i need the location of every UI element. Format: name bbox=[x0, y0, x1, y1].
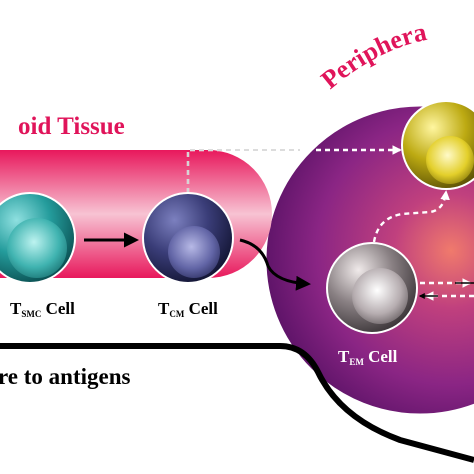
trm-cell-label: TRM Ce bbox=[428, 78, 474, 98]
tem-cell bbox=[326, 242, 418, 334]
trm-cell bbox=[401, 100, 474, 190]
trm-cell-nucleus bbox=[426, 136, 474, 184]
arrow-tem-to-trm-dashed bbox=[372, 190, 450, 243]
arrow-tcm-to-trm-dashed bbox=[186, 145, 402, 193]
arrow-tcm-to-trm-dashed-outline bbox=[187, 149, 300, 193]
tscm-cell-nucleus bbox=[7, 218, 67, 278]
exposure-bracket-line bbox=[0, 343, 474, 463]
tcm-cell-label: TCM Cell bbox=[158, 299, 218, 319]
tscm-cell-label: TSMC Cell bbox=[10, 299, 75, 319]
tscm-cell bbox=[0, 192, 76, 284]
lymphoid-tissue-title: oid Tissue bbox=[18, 113, 125, 140]
tem-cell-label: TEM Cell bbox=[338, 347, 398, 367]
tem-cell-nucleus bbox=[352, 268, 408, 324]
tcm-cell-nucleus bbox=[168, 226, 220, 278]
exposure-label: re to antigens bbox=[0, 364, 131, 389]
arrow-tcm-to-tem bbox=[239, 238, 311, 291]
tcm-cell bbox=[142, 192, 234, 284]
peripheral-tissue-title: Periphera bbox=[316, 17, 430, 94]
